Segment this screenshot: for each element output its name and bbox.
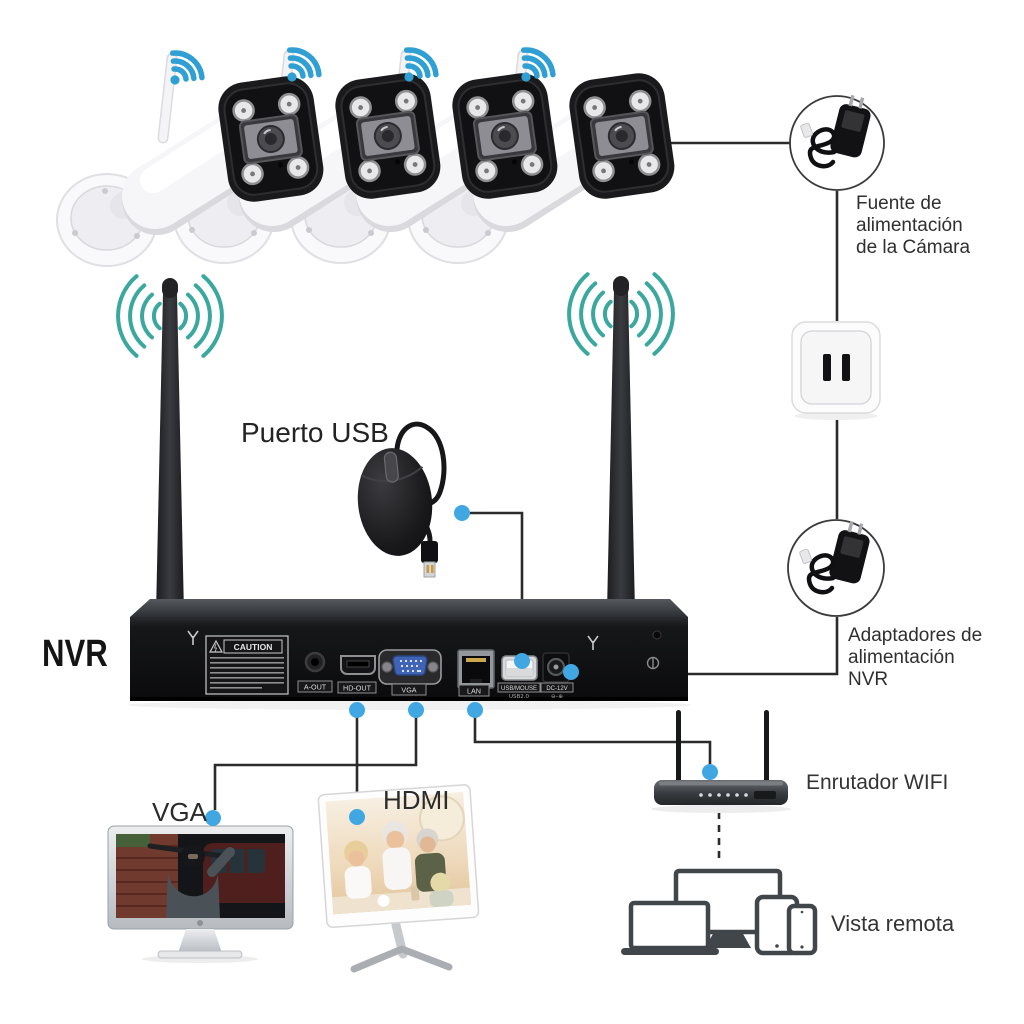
hdmi-port — [340, 655, 376, 675]
nvr-antenna — [156, 292, 184, 614]
cable-vga-to-monitor — [213, 716, 418, 810]
vga-label: VGA — [152, 797, 207, 827]
port-label-lan: LAN — [467, 687, 481, 696]
lan-port — [457, 649, 495, 689]
connector-dot — [205, 810, 221, 826]
nvr-power-adapter — [787, 519, 885, 617]
phone-icon — [786, 903, 818, 956]
connector-dot — [563, 664, 579, 680]
vga-port — [378, 649, 442, 685]
connector-dot — [702, 764, 718, 780]
nvr-power-label: Adaptadores de alimentación NVR — [848, 625, 983, 691]
remote-view-devices — [621, 868, 818, 956]
router-icon — [651, 710, 791, 813]
usb-port-label: Puerto USB — [241, 417, 389, 448]
hdmi-label: HDMI — [383, 785, 450, 815]
port-label-a-out: A-OUT — [304, 683, 327, 692]
router-label: Enrutador WIFI — [806, 771, 949, 794]
camera-power-label: Fuente de alimentación de la Cámara — [856, 193, 971, 259]
caution-label: CAUTION — [205, 635, 289, 695]
connector-dot — [349, 702, 365, 718]
caution-text: CAUTION — [234, 642, 273, 652]
connector-dot — [349, 809, 365, 825]
remote-view-label: Vista remota — [831, 911, 955, 936]
nvr-antenna — [607, 290, 635, 612]
port-sublabel-usb: USB2.0 — [509, 694, 530, 700]
laptop-icon — [628, 900, 711, 951]
port-label-hd-out: HD-OUT — [343, 684, 372, 693]
nvr-antennas — [116, 272, 675, 614]
cable-lines — [213, 141, 839, 862]
cable-lan-to-router — [473, 716, 712, 764]
connector-dot — [467, 702, 483, 718]
nvr-ports: A-OUT HD-OUT VGA LAN USB/MOUSE USB2.0 DC… — [297, 649, 574, 700]
port-label-dc: DC-12V — [546, 686, 567, 692]
mouse-icon — [357, 421, 447, 578]
port-label-usb: USB/MOUSE — [501, 686, 537, 692]
camera-power-adapter — [789, 93, 885, 191]
vga-monitor-icon — [107, 825, 294, 963]
wall-outlet-icon — [791, 321, 881, 420]
connector-dot — [514, 653, 530, 669]
port-label-vga: VGA — [401, 686, 416, 695]
camera-row — [57, 44, 678, 266]
nvr-icon: CAUTION — [127, 599, 691, 710]
connector-dot — [454, 505, 470, 521]
nvr-label: NVR — [42, 633, 108, 675]
connector-dot — [408, 702, 424, 718]
port-sublabel-dc: ⊖–⊕ — [551, 694, 563, 700]
dc-power-port — [542, 652, 570, 683]
connector-dots — [205, 505, 718, 826]
